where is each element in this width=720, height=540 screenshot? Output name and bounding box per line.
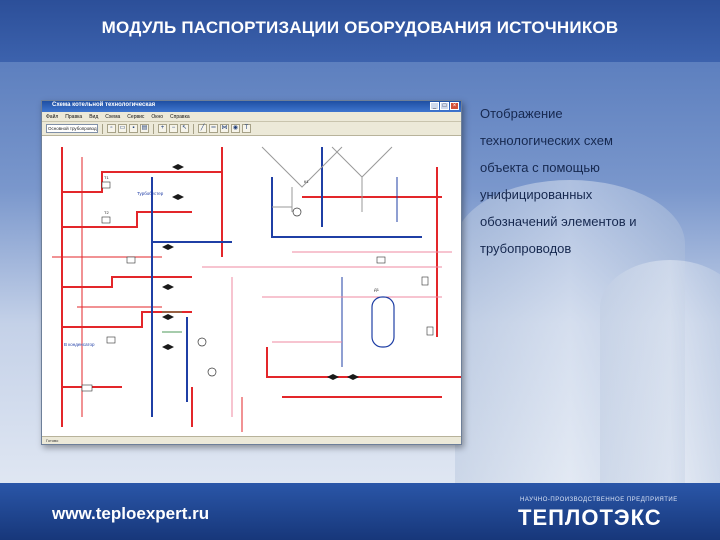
zoom-out-icon[interactable]: − — [169, 124, 178, 133]
window-titlebar[interactable]: Схема котельной технологическая _ □ × — [42, 101, 461, 112]
statusbar: Готово — [42, 436, 461, 444]
drain-pipes — [202, 251, 452, 417]
caption-line: унифицированных — [480, 187, 593, 202]
menu-window[interactable]: Окно — [151, 114, 164, 120]
return-pipes — [151, 147, 422, 417]
new-icon[interactable]: ▫ — [107, 124, 116, 133]
scheme-canvas[interactable]: Турбобустер В конденсатор Т1 Т2 К1 Д1 — [42, 137, 461, 436]
close-button[interactable]: × — [450, 102, 459, 110]
menu-file[interactable]: Файл — [46, 114, 59, 120]
valve-icon[interactable]: ⋈ — [220, 124, 229, 133]
toolbar-separator — [102, 123, 103, 134]
print-icon[interactable]: ▤ — [140, 124, 149, 133]
caption-line: объекта с помощью — [480, 160, 600, 175]
equipment-icons — [81, 181, 434, 392]
minimize-button[interactable]: _ — [430, 102, 439, 110]
slide-header — [0, 0, 720, 62]
pipe-diagram — [52, 146, 461, 432]
website-link[interactable]: www.teploexpert.ru — [52, 504, 210, 523]
menu-view[interactable]: Вид — [89, 114, 99, 120]
caption-line: трубопроводов — [480, 241, 572, 256]
save-icon[interactable]: ▪ — [129, 124, 138, 133]
toolbar-separator — [193, 123, 194, 134]
toolbar: Основной трубопровод ▫ ▭ ▪ ▤ + − ↖ ╱ ═ ⋈… — [42, 122, 461, 136]
slide-caption: Отображение технологических схем объекта… — [480, 100, 710, 262]
caption-line: технологических схем — [480, 133, 613, 148]
menu-help[interactable]: Справка — [170, 114, 190, 120]
window-title: Схема котельной технологическая — [52, 102, 156, 108]
pipe-icon[interactable]: ═ — [209, 124, 218, 133]
pipe-type-select[interactable]: Основной трубопровод — [46, 124, 98, 133]
canvas-tag: Т2 — [104, 210, 109, 215]
chemical-pipes — [162, 311, 182, 333]
menu-tools[interactable]: Сервис — [127, 114, 145, 120]
caption-line: Отображение — [480, 106, 563, 121]
supply-pipes — [61, 147, 461, 427]
zoom-in-icon[interactable]: + — [158, 124, 167, 133]
text-icon[interactable]: T — [242, 124, 251, 133]
open-icon[interactable]: ▭ — [118, 124, 127, 133]
canvas-label-turbo: Турбобустер — [137, 191, 164, 196]
window-controls: _ □ × — [430, 102, 459, 110]
deaerator-tank-icon — [371, 296, 395, 348]
canvas-tag: Д1 — [374, 287, 379, 292]
maximize-button[interactable]: □ — [440, 102, 449, 110]
slide-title: МОДУЛЬ ПАСПОРТИЗАЦИИ ОБОРУДОВАНИЯ ИСТОЧН… — [101, 18, 619, 37]
canvas-label-feed: В конденсатор — [64, 342, 95, 347]
select-icon[interactable]: ↖ — [180, 124, 189, 133]
line-icon[interactable]: ╱ — [198, 124, 207, 133]
cooling-tower-image-2 — [600, 260, 720, 500]
status-text: Готово — [46, 438, 59, 443]
canvas-tag: К1 — [304, 179, 309, 184]
company-subtitle: НАУЧНО-ПРОИЗВОДСТВЕННОЕ ПРЕДПРИЯТИЕ — [520, 497, 678, 503]
menubar: Файл Правка Вид Схема Сервис Окно Справк… — [42, 112, 461, 122]
pump-icons — [197, 207, 302, 377]
pump-icon[interactable]: ◉ — [231, 124, 240, 133]
valve-icons — [162, 164, 359, 380]
menu-edit[interactable]: Правка — [65, 114, 83, 120]
caption-line: обозначений элементов и — [480, 214, 637, 229]
company-logo: ТЕПЛОТЭКС — [518, 505, 662, 530]
menu-scheme[interactable]: Схема — [105, 114, 121, 120]
aux-pipes — [261, 146, 393, 212]
slide-footer: www.teploexpert.ru НАУЧНО-ПРОИЗВОДСТВЕНН… — [0, 483, 720, 540]
app-window: Схема котельной технологическая _ □ × Фа… — [41, 100, 462, 445]
toolbar-separator — [153, 123, 154, 134]
canvas-tag: Т1 — [104, 175, 109, 180]
